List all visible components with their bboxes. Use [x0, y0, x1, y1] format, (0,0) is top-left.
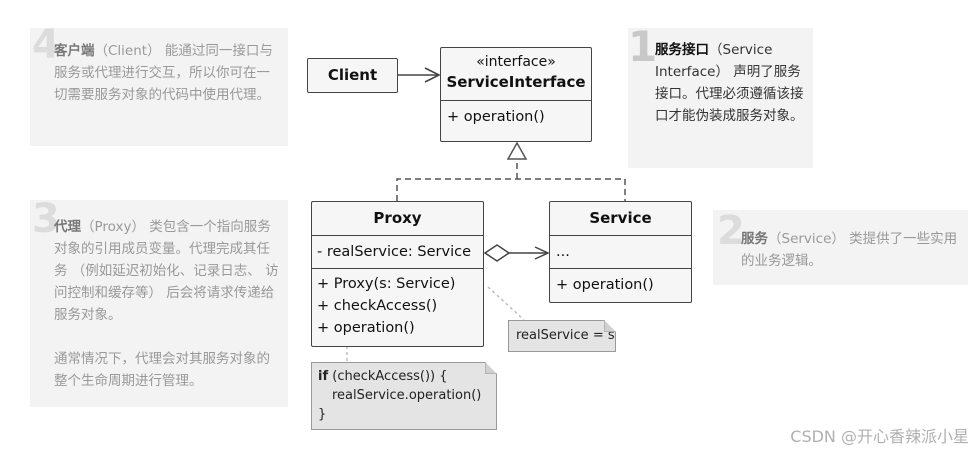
service-note-title: 服务: [741, 231, 768, 247]
proxy-note-body: （Proxy） 类包含一个指向服务对象的引用成员变量。代理完成其任务 （例如延迟…: [54, 219, 279, 323]
realization-triangle: [506, 141, 528, 160]
service-field-ellipsis: ...: [556, 244, 570, 260]
interface-methods: + operation(): [441, 100, 591, 133]
proxy-note: 3 代理（Proxy） 类包含一个指向服务对象的引用成员变量。代理完成其任务 （…: [30, 196, 288, 407]
service-interface-note-number: 1: [628, 22, 658, 71]
proxy-methods: + Proxy(s: Service) + checkAccess() + op…: [312, 268, 483, 343]
service-interface-note-body: （Service Interface） 声明了服务接口。代理必须遵循该接口才能伪…: [655, 42, 804, 124]
client-note-body: （Client） 能通过同一接口与服务或代理进行交互，所以你可在一切需要服务对象…: [54, 43, 273, 103]
proxy-class-box: Proxy - realService: Service + Proxy(s: …: [311, 201, 484, 347]
proxy-method-constructor: + Proxy(s: Service): [317, 276, 456, 292]
proxy-method-checkaccess: + checkAccess(): [317, 298, 438, 314]
service-interface-note-title: 服务接口: [655, 42, 709, 58]
service-methods: + operation(): [550, 268, 691, 301]
realization-proxy-line: [396, 178, 626, 201]
client-arrowhead: [424, 67, 441, 83]
service-operation: + operation(): [556, 277, 654, 293]
service-interface-box: «interface» ServiceInterface + operation…: [440, 47, 592, 142]
client-note: 4 客户端（Client） 能通过同一接口与服务或代理进行交互，所以你可在一切需…: [30, 22, 288, 146]
code-line-3: }: [318, 407, 327, 422]
service-note-body: （Service） 类提供了一些实用的业务逻辑。: [741, 231, 958, 269]
aggregation-diamond: [483, 244, 511, 262]
proxy-note-title: 代理: [54, 219, 81, 235]
proxy-note-number: 3: [32, 196, 60, 242]
interface-stereotype: «interface»: [476, 54, 556, 70]
code-line-2: realService.operation(): [332, 388, 482, 403]
proxy-field-realservice: - realService: Service: [317, 244, 471, 260]
service-interface-note-text: 服务接口（Service Interface） 声明了服务接口。代理必须遵循该接…: [655, 39, 805, 127]
proxy-note-text: 代理（Proxy） 类包含一个指向服务对象的引用成员变量。代理完成其任务 （例如…: [54, 216, 282, 326]
client-class-box: Client: [307, 58, 398, 93]
interface-name: ServiceInterface: [446, 73, 586, 91]
real-service-note: realService = s: [508, 320, 616, 352]
proxy-note-text-2: 通常情况下，代理会对其服务对象的整个生命周期进行管理。: [54, 351, 270, 389]
real-note-leader: [487, 286, 525, 321]
proxy-method-operation: + operation(): [317, 320, 415, 336]
client-note-title: 客户端: [54, 43, 95, 59]
service-name: Service: [589, 209, 652, 227]
interface-header: «interface» ServiceInterface: [441, 48, 591, 100]
service-note-text: 服务（Service） 类提供了一些实用的业务逻辑。: [741, 228, 963, 272]
interface-operation: + operation(): [447, 109, 545, 125]
note-fold-icon: [604, 320, 616, 332]
client-note-text: 客户端（Client） 能通过同一接口与服务或代理进行交互，所以你可在一切需要服…: [54, 40, 282, 106]
service-fields: ...: [550, 235, 691, 268]
note-fold-icon: [485, 362, 497, 374]
code-keyword-if: if: [318, 369, 329, 384]
service-interface-note: 1 服务接口（Service Interface） 声明了服务接口。代理必须遵循…: [628, 22, 813, 168]
proxy-name: Proxy: [373, 209, 422, 227]
service-note: 2 服务（Service） 类提供了一些实用的业务逻辑。: [713, 208, 968, 285]
proxy-fields: - realService: Service: [312, 235, 483, 268]
client-note-number: 4: [32, 22, 60, 68]
watermark: CSDN @开心香辣派小星: [790, 427, 969, 446]
service-class-box: Service ... + operation(): [549, 201, 692, 303]
code-line-1: if (checkAccess()) {: [318, 367, 448, 386]
code-note: if (checkAccess()) { realService.operati…: [311, 362, 497, 430]
aggregation-arrowhead: [534, 246, 550, 260]
client-label: Client: [327, 66, 378, 84]
service-note-number: 2: [717, 208, 745, 254]
code-condition: (checkAccess()) {: [328, 369, 448, 384]
real-service-note-text: realService = s: [516, 328, 615, 343]
